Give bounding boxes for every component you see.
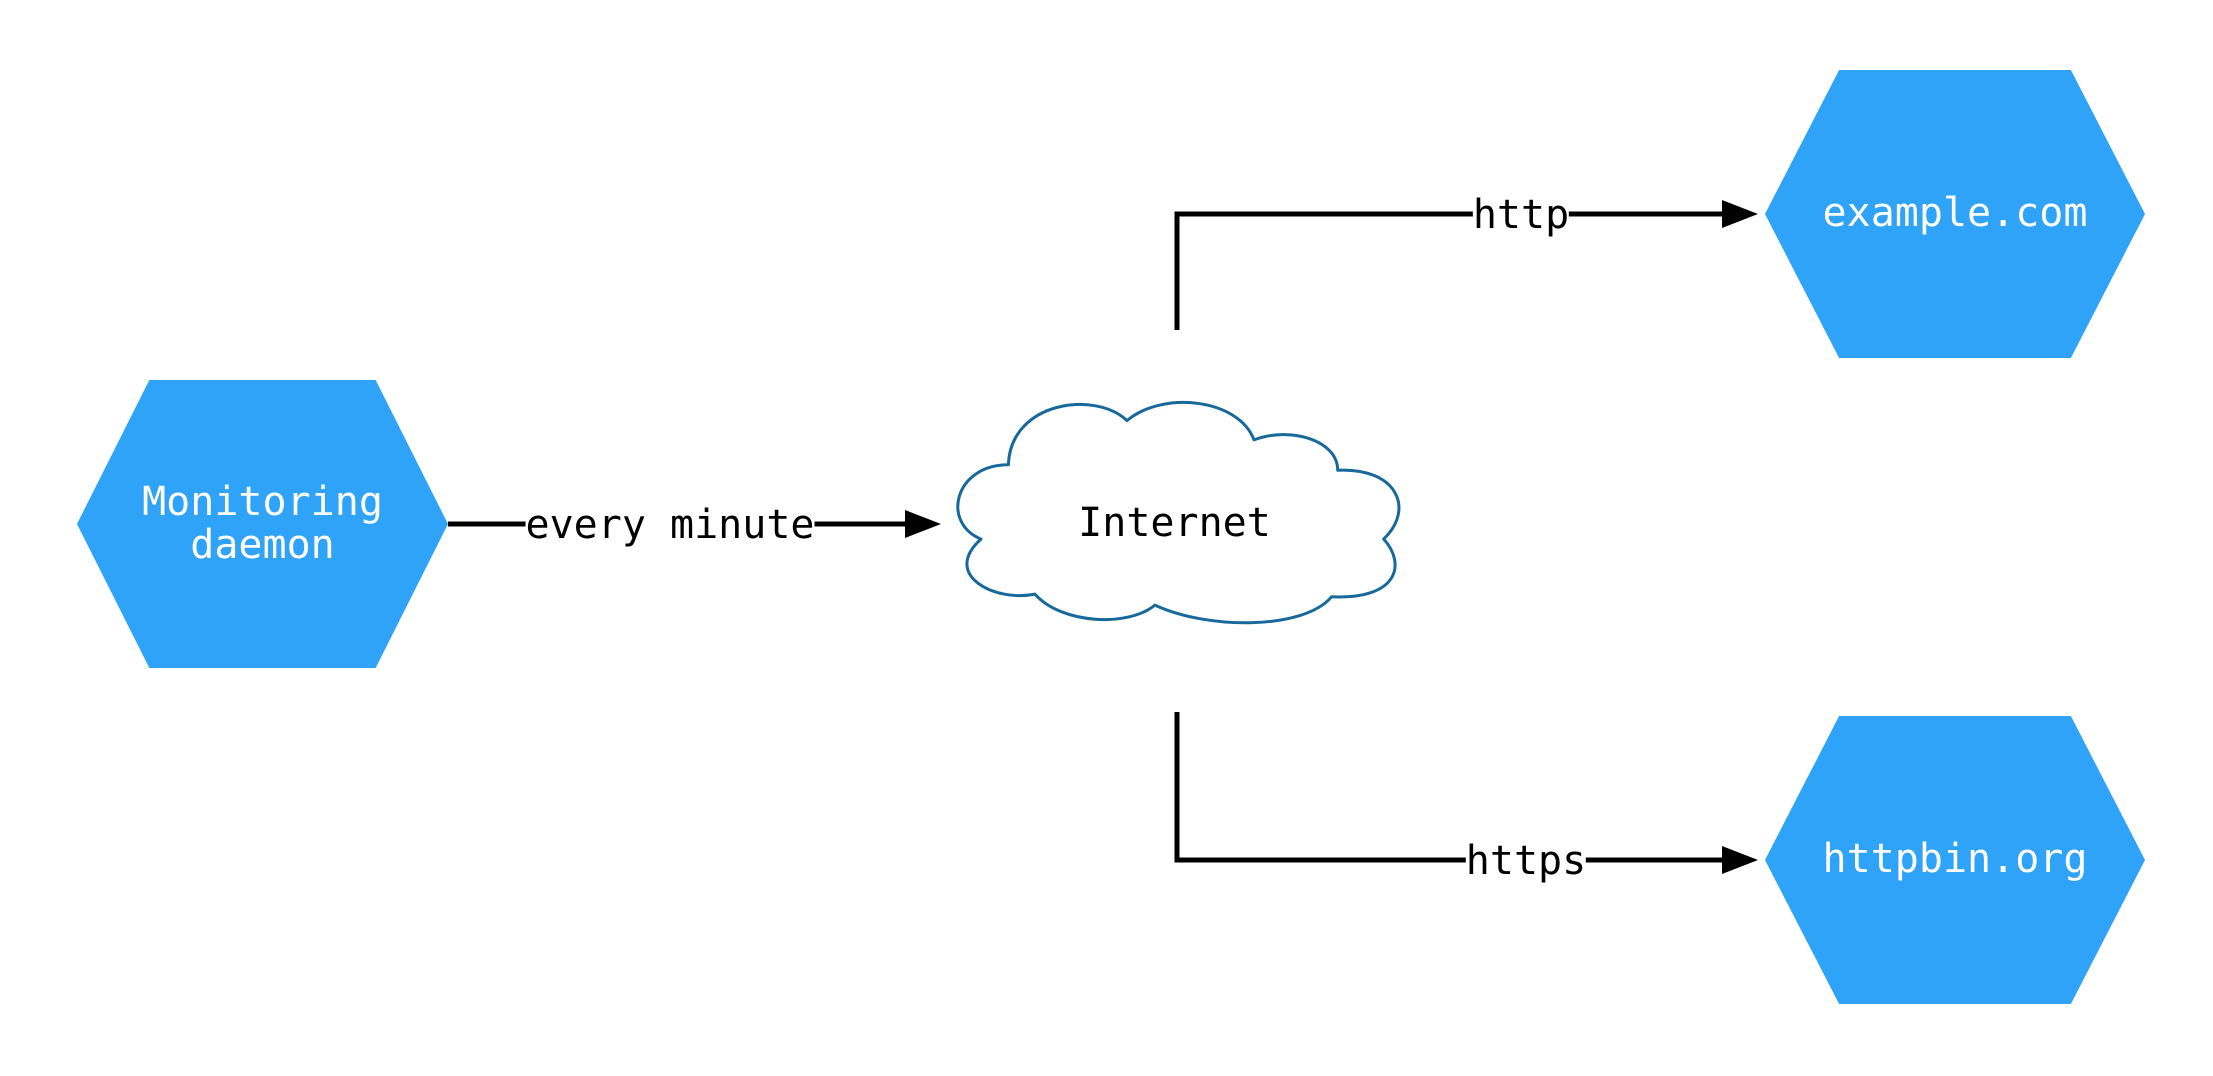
node-internet-label: Internet bbox=[1078, 499, 1271, 546]
arrowhead-every-minute-icon bbox=[905, 510, 941, 538]
edge-http-label: http bbox=[1472, 192, 1570, 238]
edge-https-label: https bbox=[1465, 838, 1587, 884]
internet-cloud-icon bbox=[956, 400, 1401, 625]
node-httpbin-org: httpbin.org bbox=[1765, 716, 2145, 1004]
node-httpbin-org-label: httpbin.org bbox=[1822, 836, 2088, 883]
edge-https-line bbox=[1174, 712, 1722, 863]
arrowhead-https-icon bbox=[1722, 846, 1758, 874]
edge-http-line bbox=[1174, 211, 1722, 330]
node-internet: Internet bbox=[941, 385, 1408, 660]
node-example-com-label: example.com bbox=[1822, 190, 2088, 237]
node-monitoring-daemon: Monitoring daemon bbox=[77, 380, 448, 668]
node-monitoring-daemon-label: Monitoring daemon bbox=[142, 478, 383, 568]
arrowhead-http-icon bbox=[1722, 200, 1758, 228]
node-example-com: example.com bbox=[1765, 70, 2145, 358]
edge-every-minute-label: every minute bbox=[525, 502, 815, 548]
